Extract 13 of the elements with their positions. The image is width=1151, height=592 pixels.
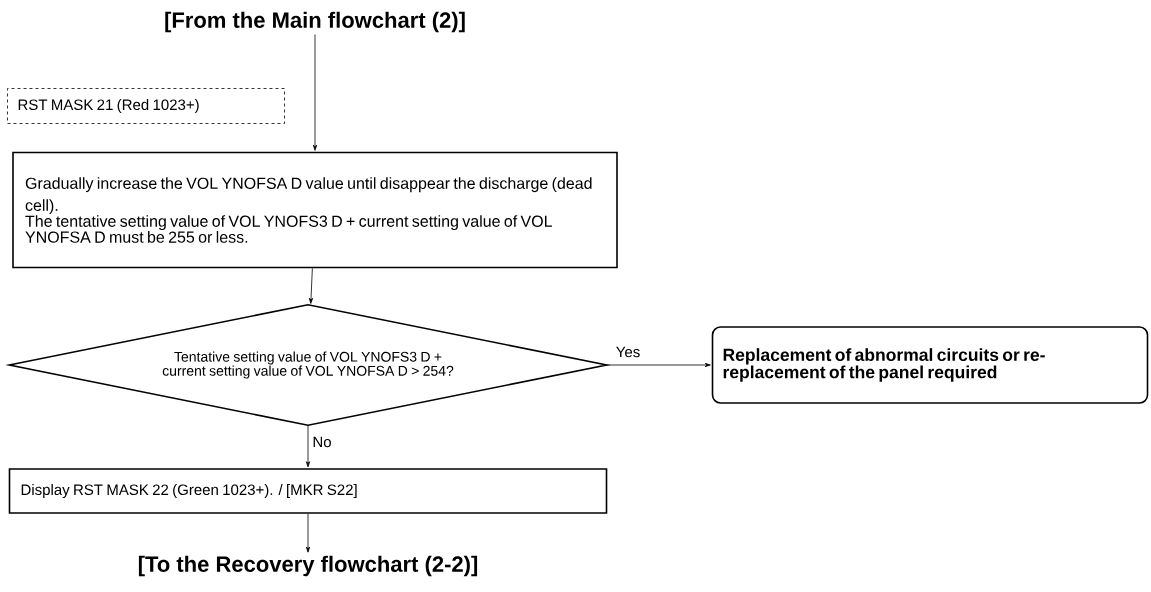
- arrow: [309, 267, 314, 304]
- note-box: RST MASK 21 (Red 1023+): [7, 88, 285, 124]
- heading-text: [From the Main flowchart (2)]: [165, 11, 465, 33]
- arrow: [312, 34, 318, 151]
- arrow: [606, 362, 711, 368]
- edge-label: No: [311, 435, 333, 449]
- heading-text: [To the Recovery flowchart (2-2)]: [138, 555, 478, 577]
- edge-label: Yes: [614, 345, 642, 359]
- result-box: Replacement of abnormal circuits or re-replacement of the panel required: [711, 326, 1149, 404]
- process-box: Gradually increase the VOL YNOFSA D value until disappear the discharge (dead cell). The tentative setting value of VOL YNOFS3 D + current setting value of VOL YNOFSA D must be 255 or less.: [12, 151, 618, 269]
- arrow: [305, 513, 311, 553]
- process-box: Display RST MASK 22 (Green 1023+). / [MKR S22]: [8, 468, 608, 514]
- arrow: [305, 424, 311, 468]
